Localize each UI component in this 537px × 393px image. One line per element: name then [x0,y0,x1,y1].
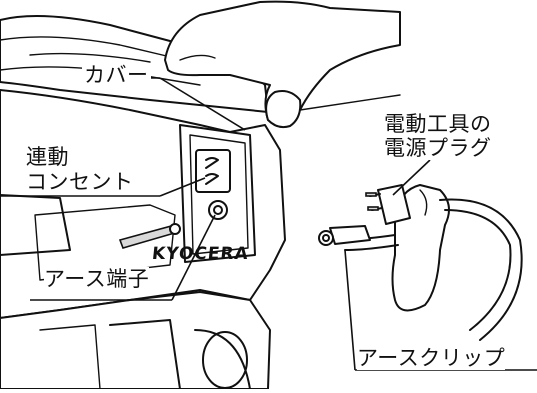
earth-clip-label: アースクリップ [357,346,506,370]
leader-lines [0,77,537,371]
power-tool-plug-label-line2: 電源プラグ [384,136,492,160]
power-tool-plug [365,184,411,225]
earth-clip [318,225,371,246]
power-tool-plug-label-line1: 電動工具の [384,112,492,136]
interlock-outlet-label-line1: 連動 [26,145,69,169]
earth-terminal-label: アース端子 [44,267,150,291]
cover-label: カバー [82,63,151,87]
interlock-outlet-label-line2: コンセント [26,170,134,194]
hand-top [164,0,401,129]
kyocera-logo: KYOCERA [150,244,250,264]
machine-body [0,15,286,390]
